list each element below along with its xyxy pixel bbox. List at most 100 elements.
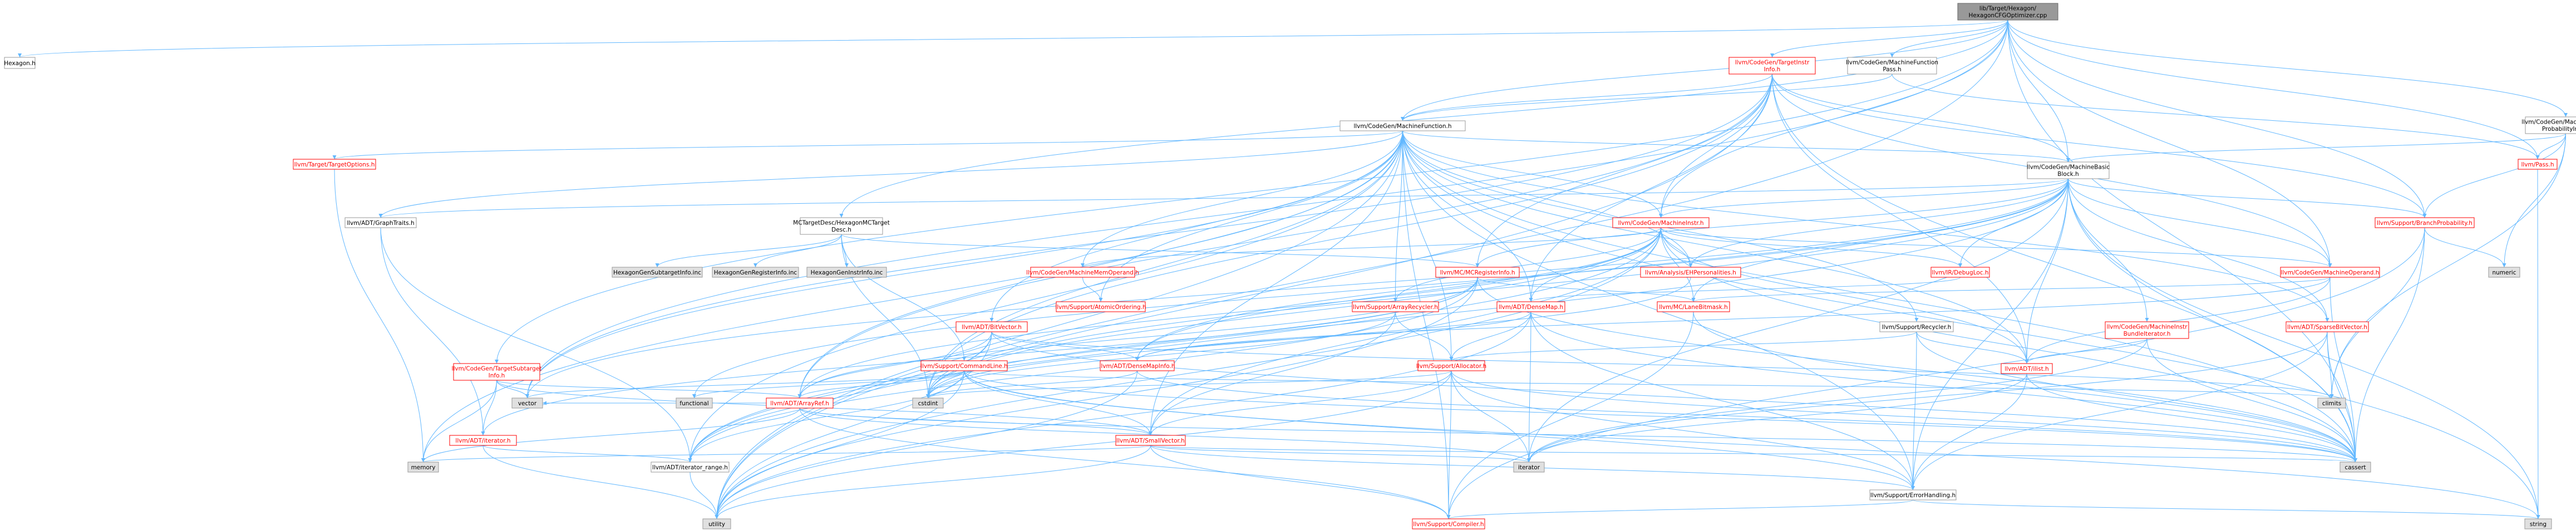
edge-mcreg-to-iterrange bbox=[688, 277, 1478, 463]
edge-root-to-mctarget bbox=[839, 19, 2008, 218]
edge-mctarget-to-instrinc bbox=[841, 234, 849, 268]
node-targetopts[interactable]: llvm/Target/TargetOptions.h bbox=[293, 159, 376, 170]
node-debugloc[interactable]: llvm/IR/DebugLoc.h bbox=[1930, 267, 1990, 278]
edge-smallvector-to-iterator_std bbox=[1150, 445, 1531, 463]
node-lanebitmask[interactable]: llvm/MC/LaneBitmask.h bbox=[1657, 301, 1730, 312]
edge-bitvector-to-climits bbox=[991, 331, 2334, 399]
edge-densemap-to-cassert bbox=[1530, 311, 2357, 463]
edge-root-to-tii bbox=[1770, 19, 2008, 58]
node-box-utility bbox=[702, 518, 731, 529]
node-box-tii bbox=[1728, 57, 1816, 75]
node-errorhandling: llvm/Support/ErrorHandling.h bbox=[1869, 489, 1957, 500]
edge-mctarget-to-registerinc bbox=[753, 234, 842, 268]
edge-cmdline-to-cassert bbox=[964, 370, 2357, 463]
edge-mbb-to-iterator_std bbox=[1527, 178, 2068, 463]
edge-mfpass-to-mf bbox=[1401, 73, 1893, 121]
node-box-atomic bbox=[1056, 301, 1146, 312]
edge-bitvector-to-iterrange bbox=[688, 331, 992, 463]
edge-iterator_h-to-utility bbox=[482, 445, 719, 519]
edge-cmdline-to-errorhandling bbox=[964, 370, 1915, 490]
node-label-subtargetinc: HexagonGenSubtargetInfo.inc bbox=[613, 269, 701, 276]
edge-mctarget-to-cmdline bbox=[841, 234, 966, 361]
edge-arrayref-to-compiler bbox=[799, 408, 1451, 519]
edge-root-to-mbb bbox=[2007, 19, 2070, 163]
edge-root-to-hexagon_h bbox=[18, 19, 2008, 58]
edge-allocator-to-iterator_std bbox=[1451, 370, 1531, 463]
node-label-climits: climits bbox=[2322, 400, 2341, 407]
node-arrayrecycler[interactable]: llvm/Support/ArrayRecycler.h bbox=[1352, 301, 1439, 312]
node-box-tsi bbox=[453, 363, 540, 381]
node-sparsebv[interactable]: llvm/ADT/SparseBitVector.h bbox=[2286, 321, 2369, 332]
node-densemap[interactable]: llvm/ADT/DenseMap.h bbox=[1496, 301, 1565, 312]
edge-mbb-to-mcreg bbox=[1475, 178, 2068, 268]
node-box-iterator_h bbox=[449, 435, 517, 446]
edge-densemap-to-errorhandling bbox=[1530, 311, 1915, 490]
edge-mf-to-graphtraits bbox=[378, 130, 1403, 218]
edge-graphtraits-to-iterator_h bbox=[380, 227, 485, 436]
edge-graphtraits-to-iterrange bbox=[380, 227, 692, 463]
edge-tii-to-mcreg bbox=[1475, 73, 1772, 268]
node-branchprob[interactable]: llvm/Support/BranchProbability.h bbox=[2375, 217, 2475, 228]
node-box-pass bbox=[2518, 159, 2558, 170]
node-mcreg[interactable]: llvm/MC/MCRegisterInfo.h bbox=[1435, 267, 1520, 278]
node-label-tsi: Info.h bbox=[489, 372, 505, 379]
node-label-root: lib/Target/Hexagon/ bbox=[1979, 6, 2037, 12]
edge-mbb-to-string bbox=[2068, 178, 2540, 519]
edge-recycler-to-allocator bbox=[1449, 331, 1917, 361]
node-mi[interactable]: llvm/CodeGen/MachineInstr.h bbox=[1612, 217, 1710, 228]
edge-mf-to-mbb bbox=[1402, 130, 2070, 163]
node-label-tii: llvm/CodeGen/TargetInstr bbox=[1735, 60, 1810, 66]
node-densemapinfo[interactable]: llvm/ADT/DenseMapInfo.h bbox=[1099, 360, 1175, 371]
edge-allocator-to-compiler bbox=[1446, 370, 1452, 519]
edge-tsi-to-arrayref bbox=[496, 380, 802, 399]
node-mo[interactable]: llvm/CodeGen/MachineOperand.h bbox=[2280, 267, 2380, 278]
edge-cmdline-to-climits bbox=[964, 370, 2333, 399]
edge-mo-to-ilist bbox=[2025, 277, 2331, 364]
edge-arrayrecycler-to-smallvector bbox=[1149, 311, 1396, 436]
node-ilist[interactable]: llvm/ADT/ilist.h bbox=[2001, 363, 2053, 374]
node-box-cstdint bbox=[912, 398, 944, 409]
node-pass[interactable]: llvm/Pass.h bbox=[2518, 159, 2558, 170]
node-mmo[interactable]: llvm/CodeGen/MachineMemOperand.h bbox=[1026, 267, 1139, 278]
node-label-sparsebv: llvm/ADT/SparseBitVector.h bbox=[2287, 324, 2367, 331]
node-arrayref[interactable]: llvm/ADT/ArrayRef.h bbox=[766, 398, 834, 409]
node-root[interactable]: lib/Target/Hexagon/HexagonCFGOptimizer.c… bbox=[1957, 3, 2058, 21]
node-box-instrinc bbox=[806, 267, 887, 278]
edge-mo-to-densemapinfo bbox=[1135, 277, 2331, 361]
node-cmdline[interactable]: llvm/Support/CommandLine.h bbox=[920, 360, 1008, 371]
edge-mi-to-utility bbox=[715, 227, 1661, 519]
edge-mmo-to-atomic bbox=[1082, 277, 1103, 302]
node-box-mfpass bbox=[1847, 57, 1937, 75]
edge-tii-to-branchprob bbox=[1772, 73, 2427, 218]
edge-recycler-to-cassert bbox=[1916, 331, 2357, 463]
edge-mi-to-arrayrecycler bbox=[1393, 227, 1661, 302]
node-compiler[interactable]: llvm/Support/Compiler.h bbox=[1412, 518, 1485, 529]
node-label-cstdint: cstdint bbox=[918, 400, 938, 407]
edge-mf-to-densemap bbox=[1402, 130, 1533, 302]
node-box-vector bbox=[511, 398, 543, 409]
edge-root-to-mf bbox=[1401, 19, 2008, 121]
node-registerinc: HexagonGenRegisterInfo.inc bbox=[712, 267, 799, 278]
node-label-utility: utility bbox=[708, 521, 725, 528]
node-atomic[interactable]: llvm/Support/AtomicOrdering.h bbox=[1055, 301, 1146, 312]
node-box-numeric bbox=[2488, 267, 2520, 278]
edge-branchprob-to-compiler bbox=[1446, 227, 2425, 519]
node-string: string bbox=[2524, 518, 2552, 529]
edge-iterrange-to-utility bbox=[689, 472, 719, 519]
node-label-mbpi: ProbabilityInfo.h bbox=[2542, 126, 2576, 132]
edge-cmdline-to-utility bbox=[715, 370, 964, 519]
node-smallvector[interactable]: llvm/ADT/SmallVector.h bbox=[1115, 435, 1186, 446]
node-iterator_h[interactable]: llvm/ADT/iterator.h bbox=[449, 435, 517, 446]
edge-mbb-to-functional bbox=[692, 178, 2068, 399]
node-label-branchprob: llvm/Support/BranchProbability.h bbox=[2377, 220, 2472, 227]
node-mibundle[interactable]: llvm/CodeGen/MachineInstrBundleIterator.… bbox=[2105, 321, 2189, 339]
node-box-graphtraits bbox=[344, 217, 417, 228]
node-label-mcreg: llvm/MC/MCRegisterInfo.h bbox=[1440, 269, 1515, 276]
node-ehpers[interactable]: llvm/Analysis/EHPersonalities.h bbox=[1640, 267, 1741, 278]
node-bitvector[interactable]: llvm/ADT/BitVector.h bbox=[955, 321, 1028, 332]
node-allocator[interactable]: llvm/Support/Allocator.h bbox=[1416, 360, 1486, 371]
node-label-debugloc: llvm/IR/DebugLoc.h bbox=[1932, 269, 1988, 276]
edge-mbpi-to-climits bbox=[2329, 133, 2566, 399]
